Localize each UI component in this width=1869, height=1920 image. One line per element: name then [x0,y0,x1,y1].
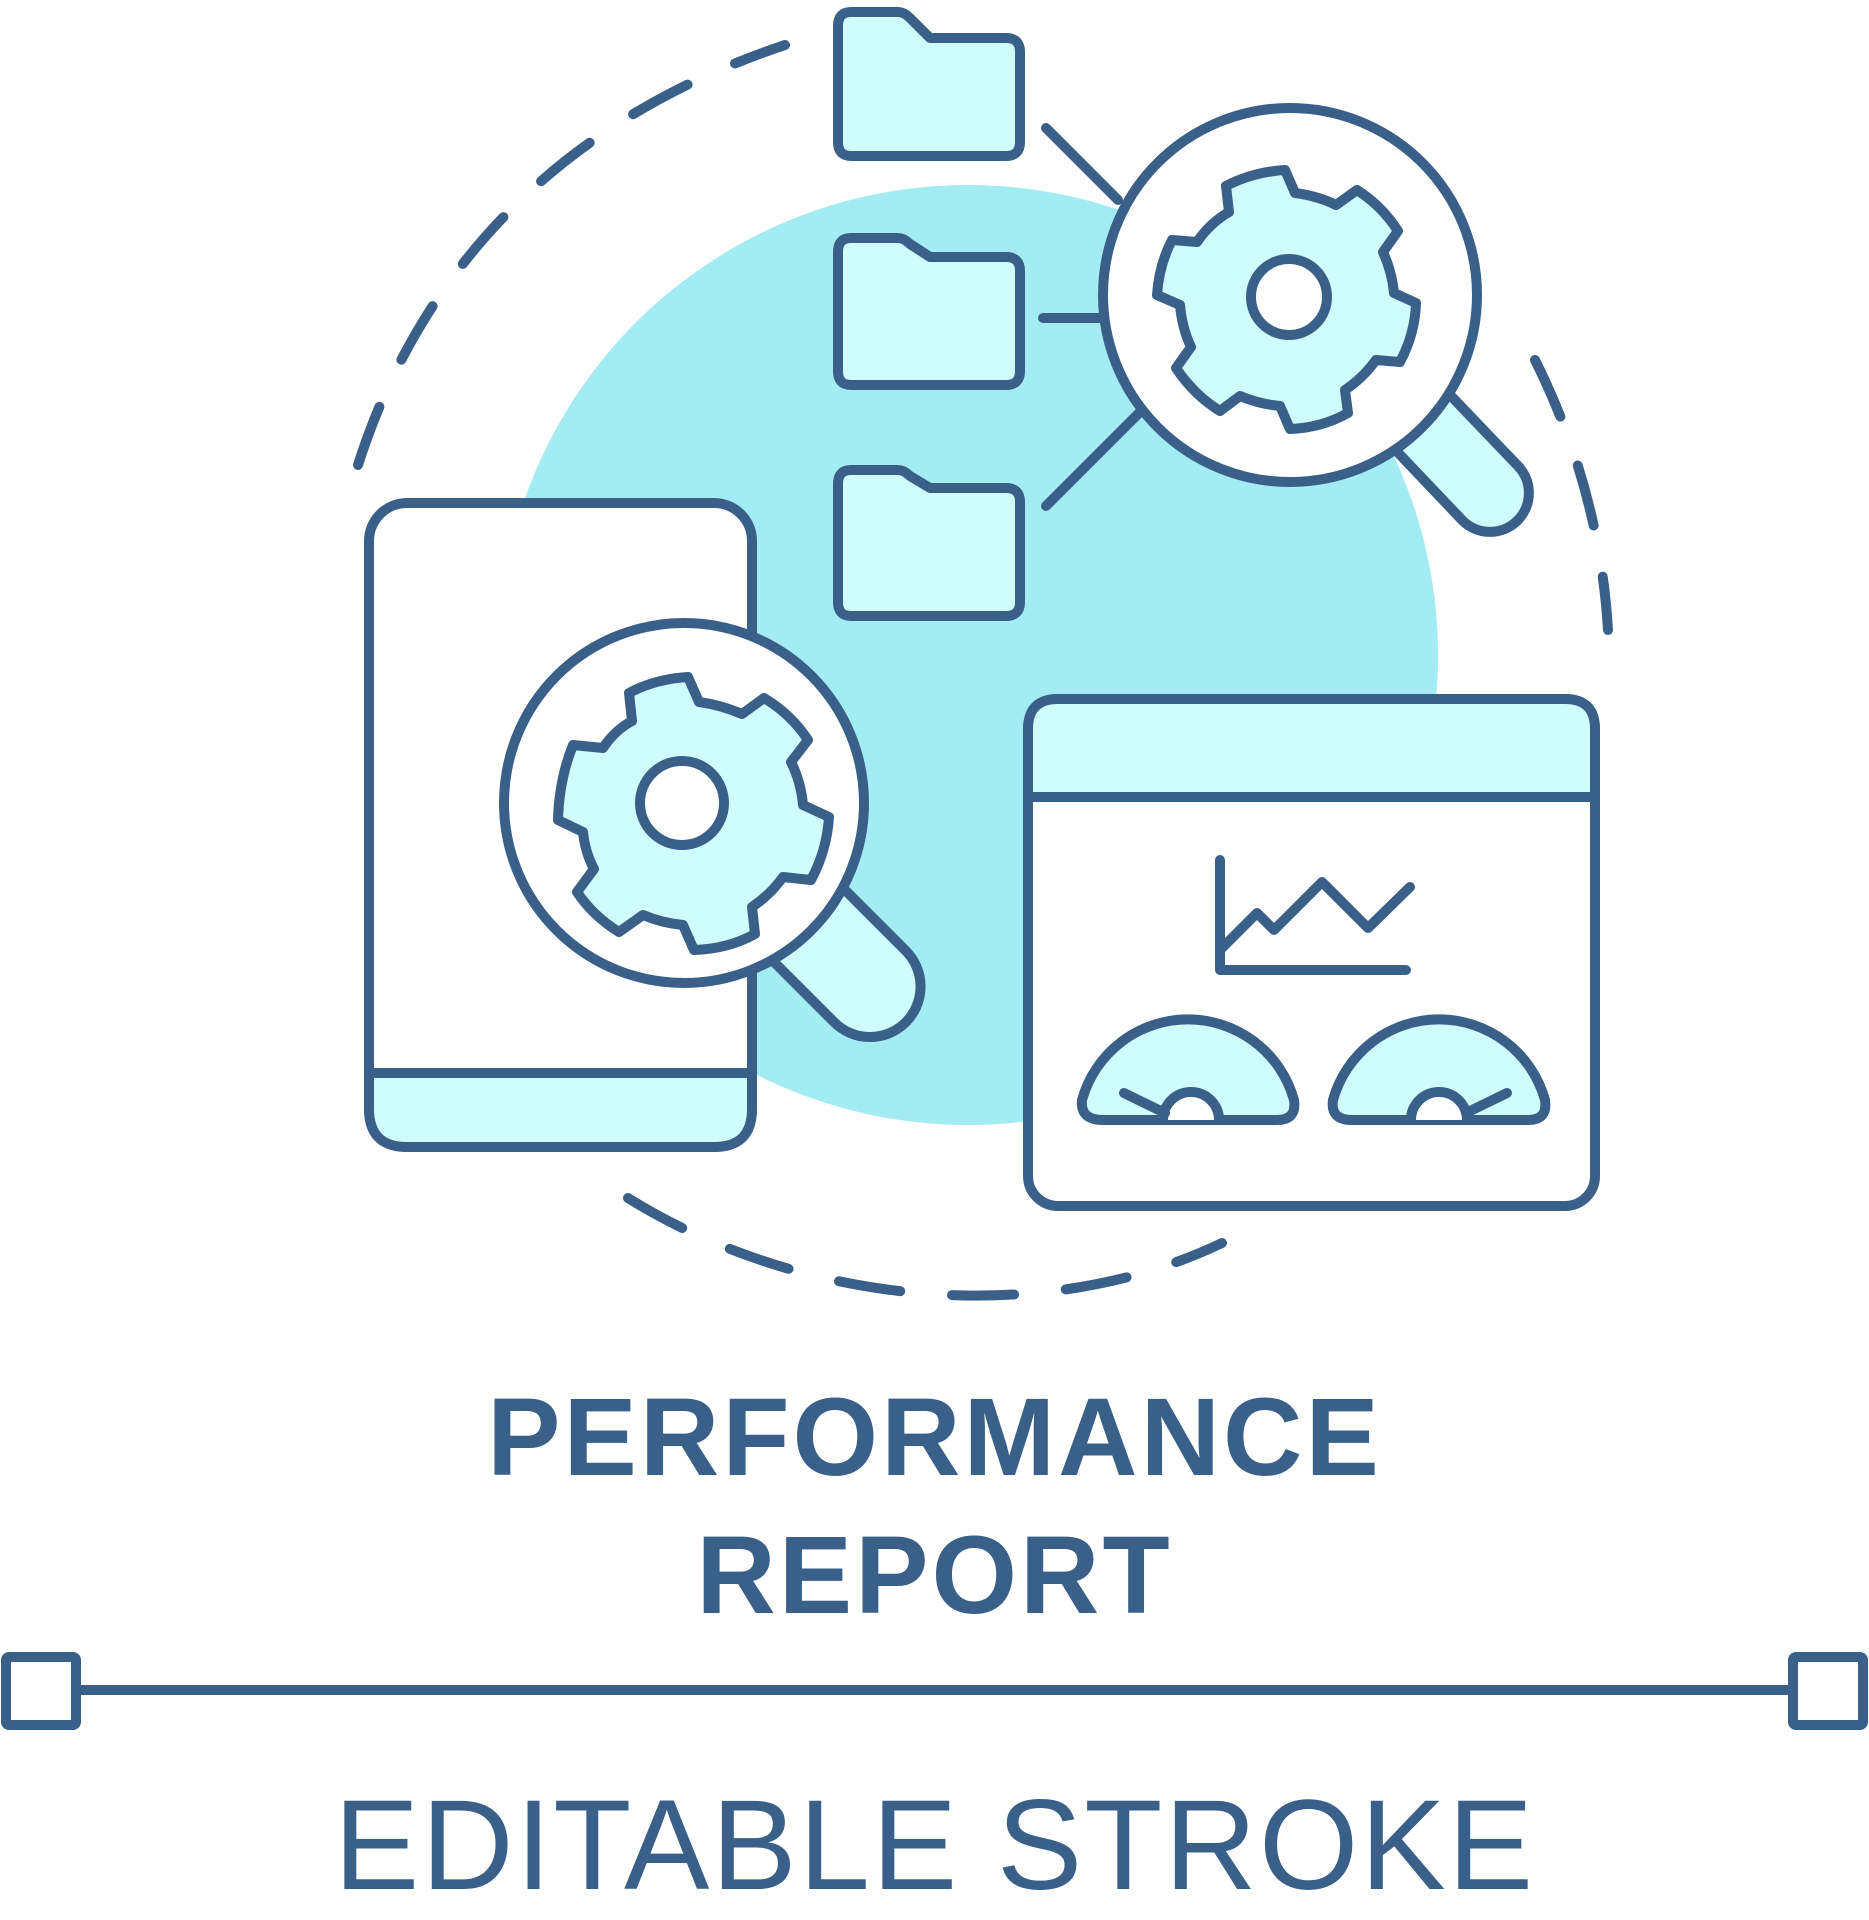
folder-icon [833,233,1025,390]
folder-icon [833,465,1025,621]
gauge-hub [1158,1087,1224,1125]
gauge-needle [1461,1088,1512,1118]
folder-icon [833,7,1025,161]
dashed-orbit-right [1530,355,1613,635]
dashed-orbit-bottom [623,1193,1227,1301]
magnifier-gear-icon [1098,103,1534,537]
magnifier-gear-icon [499,618,926,1043]
folder-connectors [1038,123,1147,511]
gauge-hub [1406,1087,1472,1125]
gauge-needle [1119,1088,1170,1118]
dashed-orbit [353,40,1613,1301]
footer-caption: EDITABLE STROKE [333,1774,1536,1917]
chart-trend-line [1215,877,1415,955]
divider-handle-left [1,1652,81,1730]
title-line-1: PERFORMANCE [487,1376,1382,1499]
phone-bottom-bar [364,1068,757,1152]
chart-axes [1215,855,1411,975]
line-chart-icon [1215,855,1415,975]
gauge-icon [1076,1014,1300,1125]
window-header [1023,694,1600,802]
divider-handle-right [1788,1652,1868,1730]
gear-hub [1246,254,1332,340]
gauge-icon [1327,1014,1551,1125]
title-line-2: REPORT [696,1514,1173,1637]
editable-stroke-divider [1,1652,1868,1730]
dashboard-window-icon [1023,694,1600,1211]
gear-hub [635,756,729,850]
